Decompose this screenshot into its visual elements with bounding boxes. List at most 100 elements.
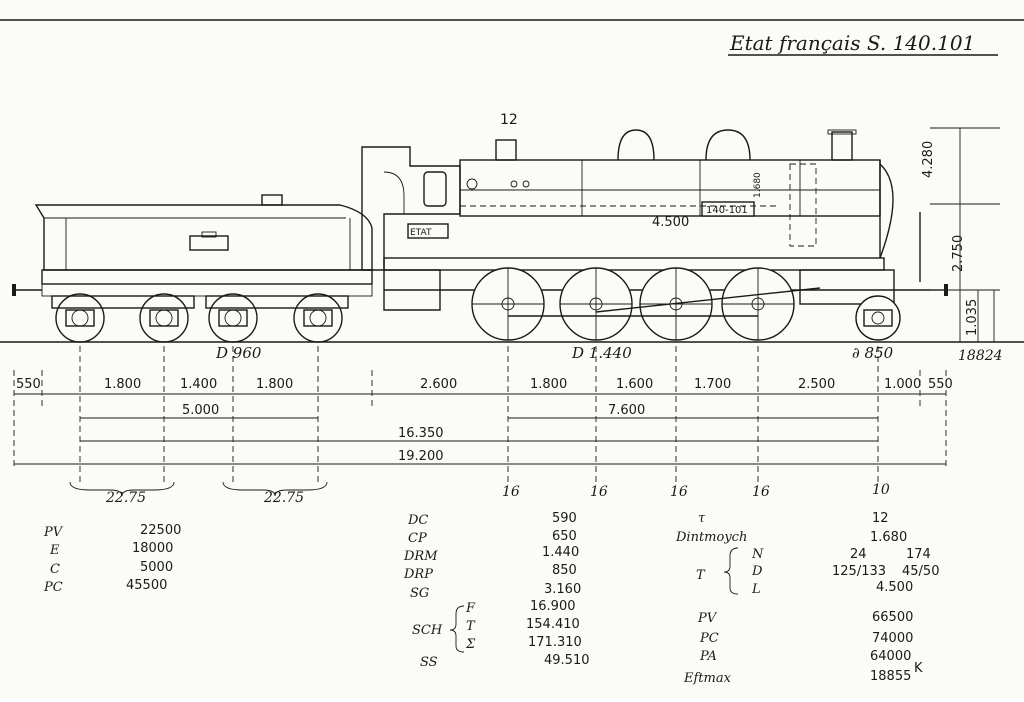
dim-1800-c: 1.800 bbox=[530, 377, 567, 392]
t-group-label: T bbox=[696, 568, 706, 583]
tender-wheel bbox=[293, 293, 343, 343]
dim-5000: 5.000 bbox=[182, 403, 219, 418]
dint-label: Dintmoych bbox=[675, 530, 747, 545]
pc-label: PC bbox=[699, 631, 719, 646]
chimney bbox=[831, 131, 853, 161]
table-left-value: 45500 bbox=[126, 578, 167, 593]
dim-2600: 2.600 bbox=[420, 377, 457, 392]
tender bbox=[12, 194, 373, 343]
d-value-2: 45/50 bbox=[902, 564, 939, 579]
dim-19200: 19.200 bbox=[398, 449, 444, 464]
eff-label: Eftmax bbox=[683, 671, 732, 686]
table-mid-value: 650 bbox=[552, 529, 577, 544]
tau-value: 12 bbox=[872, 511, 889, 526]
dim-1600: 1.600 bbox=[616, 377, 653, 392]
table-mid-value: 850 bbox=[552, 563, 577, 578]
vertical-dimensions: 4.280 2.750 1.035 bbox=[921, 127, 1000, 342]
table-mid-label: SG bbox=[410, 586, 429, 601]
dim-550-right: 550 bbox=[928, 377, 953, 392]
sheet-title: Etat français S. 140.101 bbox=[729, 31, 975, 55]
table-left: PV 22500 E 18000 C 5000 PC 45500 bbox=[43, 523, 181, 595]
running-board bbox=[383, 257, 885, 271]
tender-brace-front bbox=[69, 481, 175, 497]
boiler-dim: 4.500 bbox=[652, 215, 689, 230]
cab-window bbox=[423, 171, 447, 207]
axle-load-5: 10 bbox=[872, 482, 890, 498]
d-value-1: 125/133 bbox=[832, 564, 886, 579]
cab bbox=[361, 146, 461, 271]
steam-dome bbox=[617, 129, 655, 161]
eff-value: 18855 bbox=[870, 669, 911, 684]
table-mid-value: 1.440 bbox=[542, 545, 579, 560]
leading-wheel bbox=[855, 295, 901, 341]
tau-label: τ bbox=[698, 511, 706, 526]
table-mid-value: 49.510 bbox=[544, 653, 590, 668]
dim-1700: 1.700 bbox=[694, 377, 731, 392]
safety-valve bbox=[495, 139, 517, 161]
tender-group-2: 22.75 bbox=[263, 490, 304, 506]
tender-wheel bbox=[139, 293, 189, 343]
table-mid-label: DRP bbox=[403, 567, 433, 582]
tender-wheel bbox=[55, 293, 105, 343]
n-value-2: 174 bbox=[906, 547, 931, 562]
tender-wheel bbox=[208, 293, 258, 343]
number-plate bbox=[701, 201, 755, 217]
table-left-label: E bbox=[49, 543, 60, 558]
table-left-value: 18000 bbox=[132, 541, 173, 556]
tender-brace-rear bbox=[222, 481, 328, 497]
table-right: τ 12 Dintmoych 1.680 T N 24 174 D 125/13… bbox=[675, 511, 939, 686]
tender-frame bbox=[41, 269, 373, 285]
d-label: D bbox=[751, 564, 763, 579]
dimension-lines bbox=[14, 393, 946, 465]
smokebox-outline bbox=[789, 163, 817, 247]
dim-1800-b: 1.800 bbox=[256, 377, 293, 392]
pa-label: PA bbox=[699, 649, 717, 664]
table-mid-value: 590 bbox=[552, 511, 577, 526]
height-1035: 1.035 bbox=[965, 299, 980, 336]
axle-extension-lines bbox=[13, 346, 947, 486]
axle-load-2: 16 bbox=[590, 484, 608, 500]
table-mid-label: SS bbox=[420, 655, 438, 670]
table-mid-label: DC bbox=[407, 513, 428, 528]
cab-plate bbox=[407, 223, 449, 239]
axle-load-3: 16 bbox=[670, 484, 688, 500]
dim-1800-a: 1.800 bbox=[104, 377, 141, 392]
cab-plate-text: ETAT bbox=[410, 228, 432, 238]
dim-1000: 1.000 bbox=[884, 377, 921, 392]
axle-load-4: 16 bbox=[752, 484, 770, 500]
table-left-value: 22500 bbox=[140, 523, 181, 538]
n-value-1: 24 bbox=[850, 547, 867, 562]
table-mid-label: CP bbox=[408, 531, 427, 546]
dint-value: 1.680 bbox=[870, 530, 907, 545]
dim-7600: 7.600 bbox=[608, 403, 645, 418]
pv-value: 66500 bbox=[872, 610, 913, 625]
chimney-label: 12 bbox=[500, 112, 518, 128]
table-mid-label: F bbox=[465, 601, 476, 616]
table-mid-value: 16.900 bbox=[530, 599, 576, 614]
tender-filler bbox=[261, 194, 283, 206]
table-mid-label: T bbox=[466, 619, 476, 634]
pc-value: 74000 bbox=[872, 631, 913, 646]
cylinder bbox=[799, 269, 895, 305]
number-plate-text: 140-101 bbox=[706, 205, 748, 216]
sand-dome bbox=[705, 129, 751, 161]
dim-2500: 2.500 bbox=[798, 377, 835, 392]
table-mid-label: DRM bbox=[403, 549, 438, 564]
t-brace bbox=[723, 547, 739, 595]
table-left-label: C bbox=[50, 562, 60, 577]
dim-1400: 1.400 bbox=[180, 377, 217, 392]
n-label: N bbox=[751, 547, 764, 562]
table-mid-value: 3.160 bbox=[544, 582, 581, 597]
table-mid-value: 154.410 bbox=[526, 617, 580, 632]
sch-group-label: SCH bbox=[412, 623, 443, 638]
driving-wheel-label: D 1.440 bbox=[571, 344, 632, 362]
dome-dim: 1.680 bbox=[753, 172, 763, 198]
tender-group-1: 22.75 bbox=[105, 490, 146, 506]
table-left-label: PV bbox=[43, 525, 64, 540]
l-value: 4.500 bbox=[876, 580, 913, 595]
locomotive: 12 140-101 ETAT 4.500 1.680 bbox=[361, 112, 948, 341]
smokebox-door bbox=[879, 163, 894, 259]
height-4280: 4.280 bbox=[921, 141, 936, 178]
